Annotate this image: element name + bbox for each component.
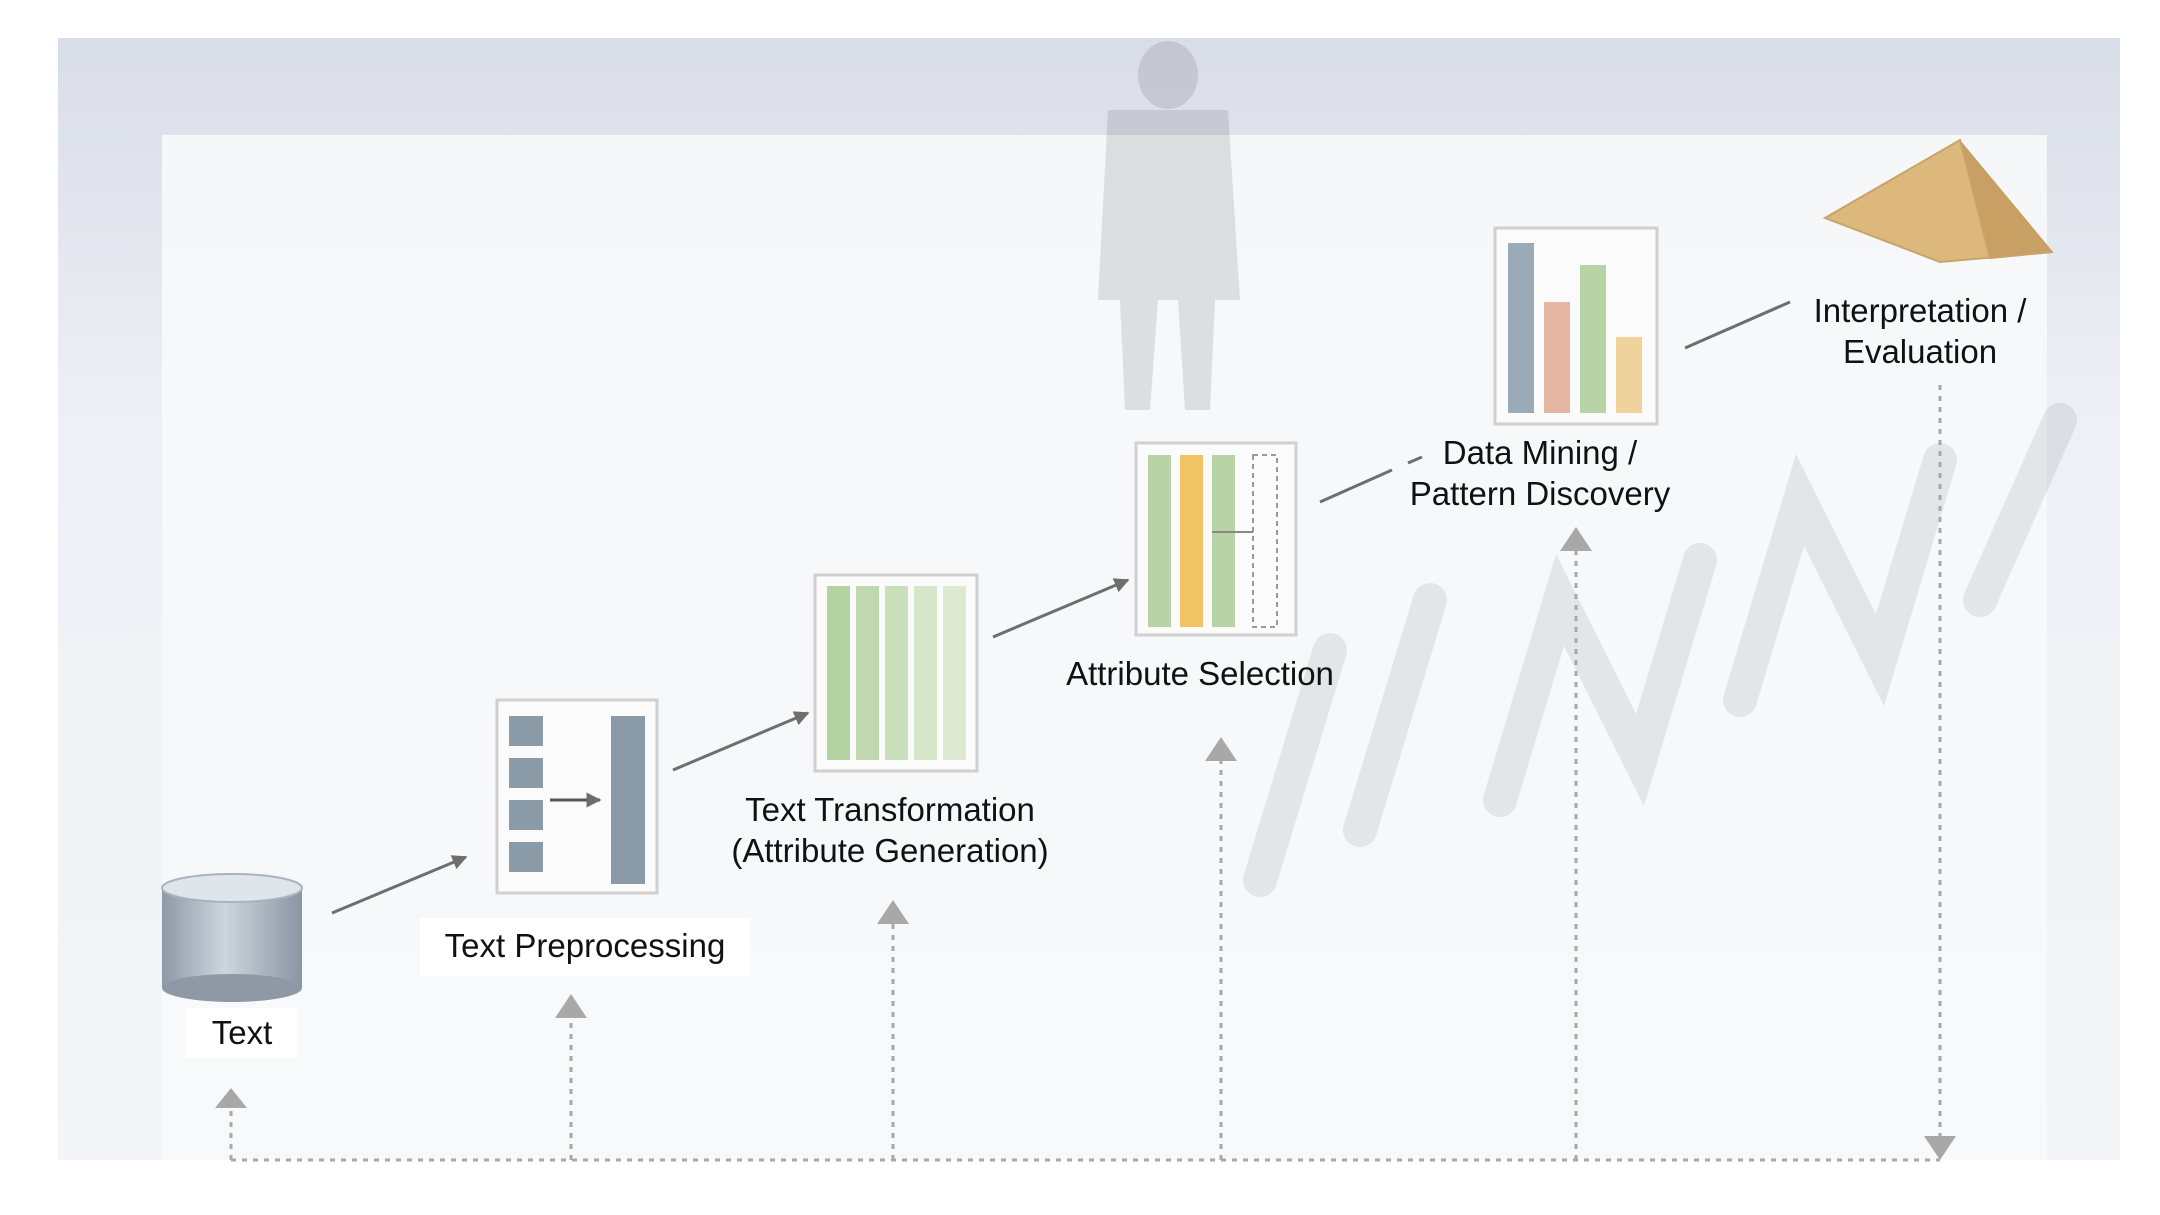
label-line: Text Preprocessing [444, 927, 726, 964]
arrow-preprocessing-to-transformation [672, 711, 810, 772]
label-line: Evaluation [1842, 333, 1998, 370]
step-label-interpretation: Interpretation / Evaluation [1790, 290, 2050, 372]
label-line: Text [211, 1014, 273, 1051]
background [58, 38, 2120, 1160]
label-line: Pattern Discovery [1409, 475, 1671, 512]
process-arrows [331, 300, 1791, 915]
step-label-text-preprocessing: Text Preprocessing [420, 925, 750, 966]
pyramid-icon [1822, 138, 2054, 264]
attribute-columns-icon [813, 573, 979, 773]
text-label-bg [186, 1008, 298, 1058]
attribute-selection-icon [1134, 441, 1298, 637]
label-line: Text Transformation [745, 791, 1035, 828]
label-line: Interpretation / [1813, 292, 2027, 329]
step-label-text-transformation: Text Transformation (Attribute Generatio… [690, 789, 1090, 871]
step-label-text: Text [186, 1012, 298, 1053]
label-line: Data Mining / [1442, 434, 1638, 471]
label-line: Attribute Selection [1066, 655, 1334, 692]
step-label-attribute-selection: Attribute Selection [1040, 653, 1360, 694]
person-silhouette [1098, 41, 1240, 410]
feedback-loop [229, 385, 1942, 1162]
feedback-arrowheads [215, 527, 1956, 1160]
step-label-data-mining: Data Mining / Pattern Discovery [1390, 432, 1690, 514]
text-database-icon [161, 873, 303, 1002]
arrow-transformation-to-selection [992, 578, 1130, 639]
label-line: (Attribute Generation) [731, 832, 1049, 869]
arrow-text-to-preprocessing [331, 855, 468, 915]
watermark [1243, 403, 2077, 897]
preprocessing-blocks-icon [495, 698, 659, 895]
preprocessing-label-bg [420, 918, 750, 976]
connector-mining-to-interpretation [1684, 300, 1791, 350]
connector-selection-to-mining-dash [1407, 455, 1423, 465]
bar-chart-icon [1493, 226, 1659, 426]
connector-selection-to-mining [1319, 468, 1393, 504]
